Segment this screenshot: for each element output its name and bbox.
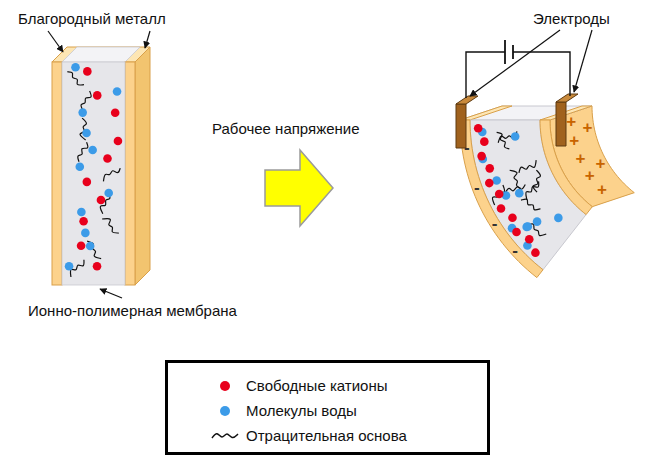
metal-top [460, 106, 512, 120]
particle-dot [485, 179, 494, 188]
particle-dot [554, 214, 563, 223]
particle-dot [525, 235, 534, 244]
particle-dot [79, 217, 88, 226]
particle-dot [78, 108, 87, 117]
particle-dot [524, 222, 533, 231]
leader-line [100, 289, 122, 298]
particle-dot [508, 213, 517, 222]
charge-sign: + [582, 119, 592, 136]
particle-dot [77, 208, 86, 217]
particle-dot [83, 67, 92, 76]
actuator-straight [52, 47, 150, 285]
particle-dot [480, 137, 489, 146]
particle-dot [114, 137, 123, 146]
polymer-chain [103, 168, 120, 181]
electrode [556, 102, 566, 146]
polymer-chain [510, 170, 521, 188]
particle-dot [75, 163, 84, 172]
actuator-bent [456, 94, 634, 278]
particle-dot [71, 63, 80, 72]
particle-dot [93, 262, 102, 271]
part-label: Благородный металл [18, 10, 166, 28]
legend-box: Свободные катионыМолекулы водыОтрацитель… [165, 360, 490, 455]
polymer-chain [212, 434, 238, 438]
legend-label: Отрацительная основа [246, 427, 407, 445]
electrode [556, 94, 578, 102]
particle-dot [485, 164, 494, 173]
part-label: Электроды [533, 10, 610, 28]
particle-dot [512, 228, 521, 237]
charge-sign: - [492, 215, 498, 232]
particle-dot [497, 204, 506, 213]
particle-dot [103, 154, 112, 163]
particle-dot [93, 91, 102, 100]
particle-dot [86, 242, 95, 251]
charge-sign: + [597, 181, 607, 198]
polymer-chain [492, 185, 504, 205]
particle-dot [511, 132, 520, 141]
particle-dot [113, 87, 122, 96]
charge-sign: + [566, 112, 576, 129]
polymer-chain [521, 199, 540, 210]
charge-sign: - [464, 139, 470, 156]
particle-dot [533, 217, 542, 226]
polymer-chain [67, 72, 84, 85]
particle-dot [492, 176, 501, 185]
charge-sign: + [569, 131, 579, 148]
swatch-dot [220, 381, 230, 391]
polymer-chain [102, 219, 119, 233]
swatch-dot [220, 406, 230, 416]
particle-dot [104, 189, 113, 198]
particle-dot [111, 108, 120, 117]
legend-row: Свободные катионы [168, 375, 487, 397]
charge-sign: + [585, 166, 595, 183]
polymer-chain [78, 142, 88, 162]
particle-dot [97, 196, 106, 205]
legend-row: Молекулы воды [168, 400, 487, 422]
leader-line [470, 30, 560, 96]
leader-line [574, 30, 592, 92]
particle-dot [83, 178, 92, 187]
particle-dot [82, 129, 91, 138]
process-arrow [265, 150, 333, 226]
voltage-source [466, 40, 570, 98]
charge-sign: + [576, 149, 586, 166]
charge-sign: + [595, 155, 605, 172]
legend-swatch [210, 375, 240, 397]
legend-row: Отрацительная основа [168, 425, 487, 447]
particle-dot [77, 241, 86, 250]
particle-dot [495, 190, 504, 199]
part-label: Ионно-полимерная мембрана [28, 302, 237, 320]
particle-dot [474, 124, 483, 133]
part-label: Рабочее напряжение [212, 120, 360, 138]
legend-label: Свободные катионы [246, 377, 387, 395]
particle-dot [65, 262, 74, 271]
particle-dot [88, 146, 97, 155]
particle-dot [531, 248, 540, 257]
charge-sign: - [474, 178, 480, 195]
electrode [456, 96, 478, 104]
legend-label: Молекулы воды [246, 402, 357, 420]
particle-dot [81, 229, 90, 238]
legend-line-sample [210, 425, 240, 447]
leader-line [48, 31, 63, 52]
polymer-chain [519, 160, 536, 173]
metal-layer [460, 120, 543, 278]
polymer-chain [533, 170, 540, 192]
charge-sign: - [512, 242, 518, 259]
particle-dot [477, 152, 486, 161]
legend-swatch [210, 400, 240, 422]
particle-dot [515, 189, 524, 198]
leader-line [145, 31, 150, 48]
